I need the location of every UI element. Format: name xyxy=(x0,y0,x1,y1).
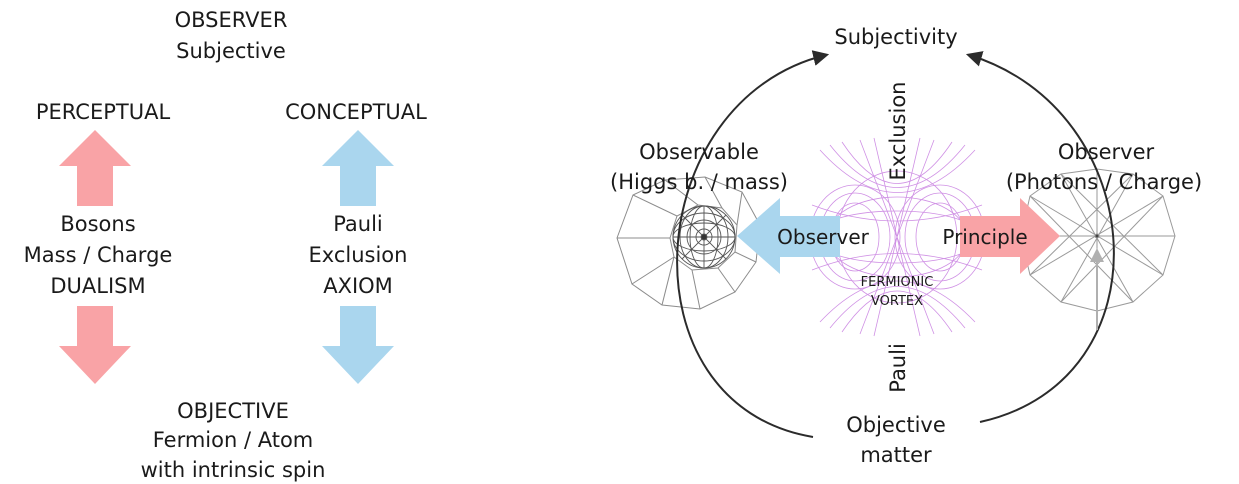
conceptual-up-arrow xyxy=(322,130,394,206)
observer-left-arrow xyxy=(737,198,840,274)
faint-up-arrowhead xyxy=(1090,248,1104,262)
perceptual-down-arrow xyxy=(59,306,131,384)
fermion-atom-text: Fermion / Atom xyxy=(153,428,314,452)
geodesic-sphere xyxy=(672,205,736,269)
subjectivity-label: Subjectivity xyxy=(834,25,957,49)
vortex-label: VORTEX xyxy=(871,294,923,309)
mass-charge-text: Mass / Charge xyxy=(24,243,173,267)
intrinsic-spin-text: with intrinsic spin xyxy=(141,458,326,482)
fermionic-label: FERMIONIC xyxy=(861,275,934,290)
exclusion-vertical-label: Exclusion xyxy=(886,82,910,181)
axiom-text: AXIOM xyxy=(323,274,393,298)
right-panel: Subjectivity Observable (Higgs b. / mass… xyxy=(610,25,1202,467)
conceptual-down-arrow xyxy=(322,306,394,384)
objective-title: OBJECTIVE xyxy=(177,399,289,423)
pauli-text: Pauli xyxy=(333,212,383,236)
left-cycle-arc xyxy=(676,50,830,438)
higgs-mass-label: (Higgs b. / mass) xyxy=(610,170,788,194)
bosons-text: Bosons xyxy=(60,212,135,236)
right-cycle-arc xyxy=(965,51,1115,423)
arrow-principle-label: Principle xyxy=(942,225,1027,249)
perceptual-label: PERCEPTUAL xyxy=(36,100,171,124)
left-panel: OBSERVER Subjective PERCEPTUAL CONCEPTUA… xyxy=(24,8,428,482)
dualism-text: DUALISM xyxy=(50,274,145,298)
conceptual-label: CONCEPTUAL xyxy=(285,100,427,124)
observer-label: Observer xyxy=(1058,140,1155,164)
objective-label: Objective xyxy=(846,413,946,437)
observer-title: OBSERVER xyxy=(175,8,288,32)
observable-label: Observable xyxy=(639,140,759,164)
matter-label: matter xyxy=(860,443,932,467)
perceptual-up-arrow xyxy=(59,130,131,206)
observer-subtitle: Subjective xyxy=(176,39,286,63)
principle-right-arrow xyxy=(960,198,1060,274)
exclusion-text: Exclusion xyxy=(309,243,408,267)
arrow-observer-label: Observer xyxy=(777,225,870,249)
photons-charge-label: (Photons / Charge) xyxy=(1006,170,1202,194)
pauli-vertical-label: Pauli xyxy=(886,343,910,393)
